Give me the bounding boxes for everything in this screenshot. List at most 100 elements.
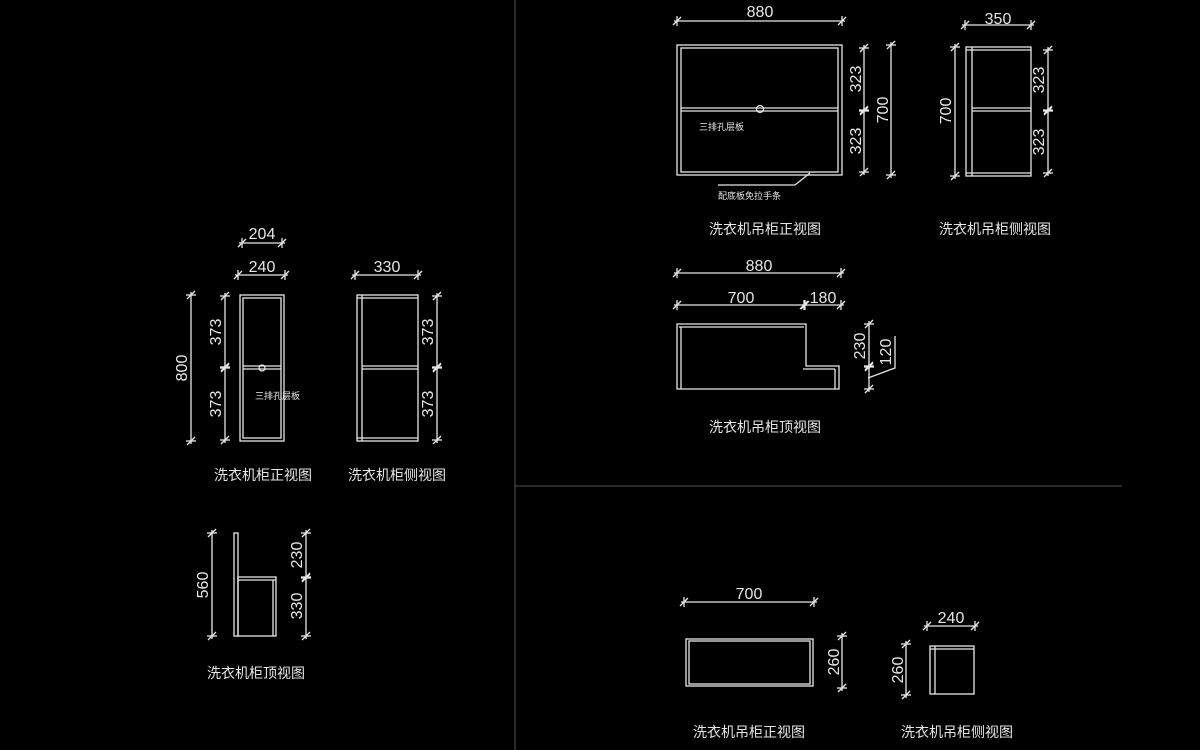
dimension-line (233, 270, 243, 280)
dimension-line (301, 631, 311, 641)
view-title: 洗衣机柜顶视图 (207, 666, 305, 682)
small-wall-cabinet-front-view (685, 638, 814, 687)
dim-label: 240 (249, 259, 276, 276)
dimension-line (859, 167, 869, 177)
dimension-line (837, 683, 847, 693)
shelf-hole-marker (258, 364, 266, 372)
leader-line (867, 336, 896, 379)
dimension-line (672, 300, 682, 310)
dim-label: 373 (208, 391, 225, 418)
dim-label: 330 (289, 593, 306, 620)
dim-label: 230 (852, 333, 869, 360)
dimension-line (1043, 168, 1053, 178)
dimension-line (950, 171, 960, 181)
dimension-line (1043, 106, 1053, 116)
dim-label: 560 (195, 572, 212, 599)
dimension-line (350, 270, 360, 280)
shelf-note: 三排孔层板 (255, 390, 300, 402)
dimension-line (1043, 45, 1053, 55)
dimension-line (836, 268, 846, 278)
dimension-line (207, 528, 217, 538)
cabinet-front-view (239, 294, 285, 442)
view-title: 洗衣机吊柜侧视图 (901, 725, 1013, 741)
dim-label: 700 (875, 97, 892, 124)
dim-label: 700 (728, 290, 755, 307)
view-title: 洗衣机吊柜正视图 (709, 222, 821, 238)
dim-label: 230 (289, 542, 306, 569)
dimension-line (922, 621, 932, 631)
dimension-line (950, 42, 960, 52)
dimension-line (960, 20, 970, 30)
dimension-line (837, 16, 847, 26)
dim-label: 880 (747, 4, 774, 21)
dimension-line (901, 639, 911, 649)
dim-label: 350 (985, 11, 1012, 28)
dimension-line (672, 16, 682, 26)
leader-note: 配底板免拉手条 (718, 190, 781, 202)
dimension-line (186, 290, 196, 300)
dimension-line (864, 362, 874, 372)
small-wall-cabinet-side-view (929, 645, 975, 695)
dimension-line (864, 384, 874, 394)
dimension-line (886, 170, 896, 180)
dim-label: 373 (208, 319, 225, 346)
leader-line (718, 172, 811, 186)
dim-label: 323 (1031, 67, 1048, 94)
dimension-line (886, 40, 896, 50)
dimension-line (836, 300, 846, 310)
labels: 204 240 800 373 373 三排孔层板 洗衣机柜正视图 330 37… (174, 4, 1051, 741)
dimension-line (413, 270, 423, 280)
dim-label: 700 (736, 586, 763, 603)
dim-label: 204 (249, 226, 276, 243)
dimension-line (901, 690, 911, 700)
dimension-line (859, 106, 869, 116)
dimension-line (237, 238, 247, 248)
wall-cabinet-top-view (676, 323, 896, 390)
dim-label: 800 (174, 355, 191, 382)
dim-label: 323 (848, 128, 865, 155)
dimension-line (277, 238, 287, 248)
dim-label: 260 (826, 649, 843, 676)
dimension-line (837, 631, 847, 641)
dim-label: 240 (938, 610, 965, 627)
dimension-line (672, 268, 682, 278)
dim-label: 120 (878, 339, 895, 366)
view-title: 洗衣机柜侧视图 (348, 468, 446, 484)
cabinet-side-view (356, 294, 419, 442)
dimension-line (220, 435, 230, 445)
dimension-line (970, 621, 980, 631)
dimension-line (220, 291, 230, 301)
dim-label: 323 (848, 66, 865, 93)
shelf-note: 三排孔层板 (699, 121, 744, 133)
dimension-line (432, 291, 442, 301)
dim-label: 373 (420, 319, 437, 346)
wall-cabinet-front-view (676, 44, 843, 186)
dim-label: 323 (1031, 129, 1048, 156)
dimension-line (800, 300, 810, 310)
dimension-line (1026, 20, 1036, 30)
drawing-geometry (233, 0, 1122, 750)
dim-label: 260 (890, 657, 907, 684)
dimension-line (432, 363, 442, 373)
wall-cabinet-side-view (965, 46, 1032, 177)
dimension-line (207, 631, 217, 641)
shelf-hole-marker (755, 104, 765, 114)
dimension-line (809, 597, 819, 607)
dimension-line (186, 436, 196, 446)
view-title: 洗衣机吊柜正视图 (693, 725, 805, 741)
dimension-line (301, 573, 311, 583)
cabinet-top-view (233, 532, 277, 637)
dimension-line (432, 435, 442, 445)
view-title: 洗衣机吊柜顶视图 (709, 420, 821, 436)
dimension-lines (186, 16, 1053, 700)
dimension-line (864, 319, 874, 329)
dimension-line (301, 528, 311, 538)
dimension-line (679, 597, 689, 607)
dim-label: 373 (420, 391, 437, 418)
dimension-line (859, 43, 869, 53)
dim-label: 180 (810, 290, 837, 307)
dimension-line (220, 363, 230, 373)
dim-label: 880 (746, 258, 773, 275)
view-title: 洗衣机吊柜侧视图 (939, 222, 1051, 238)
